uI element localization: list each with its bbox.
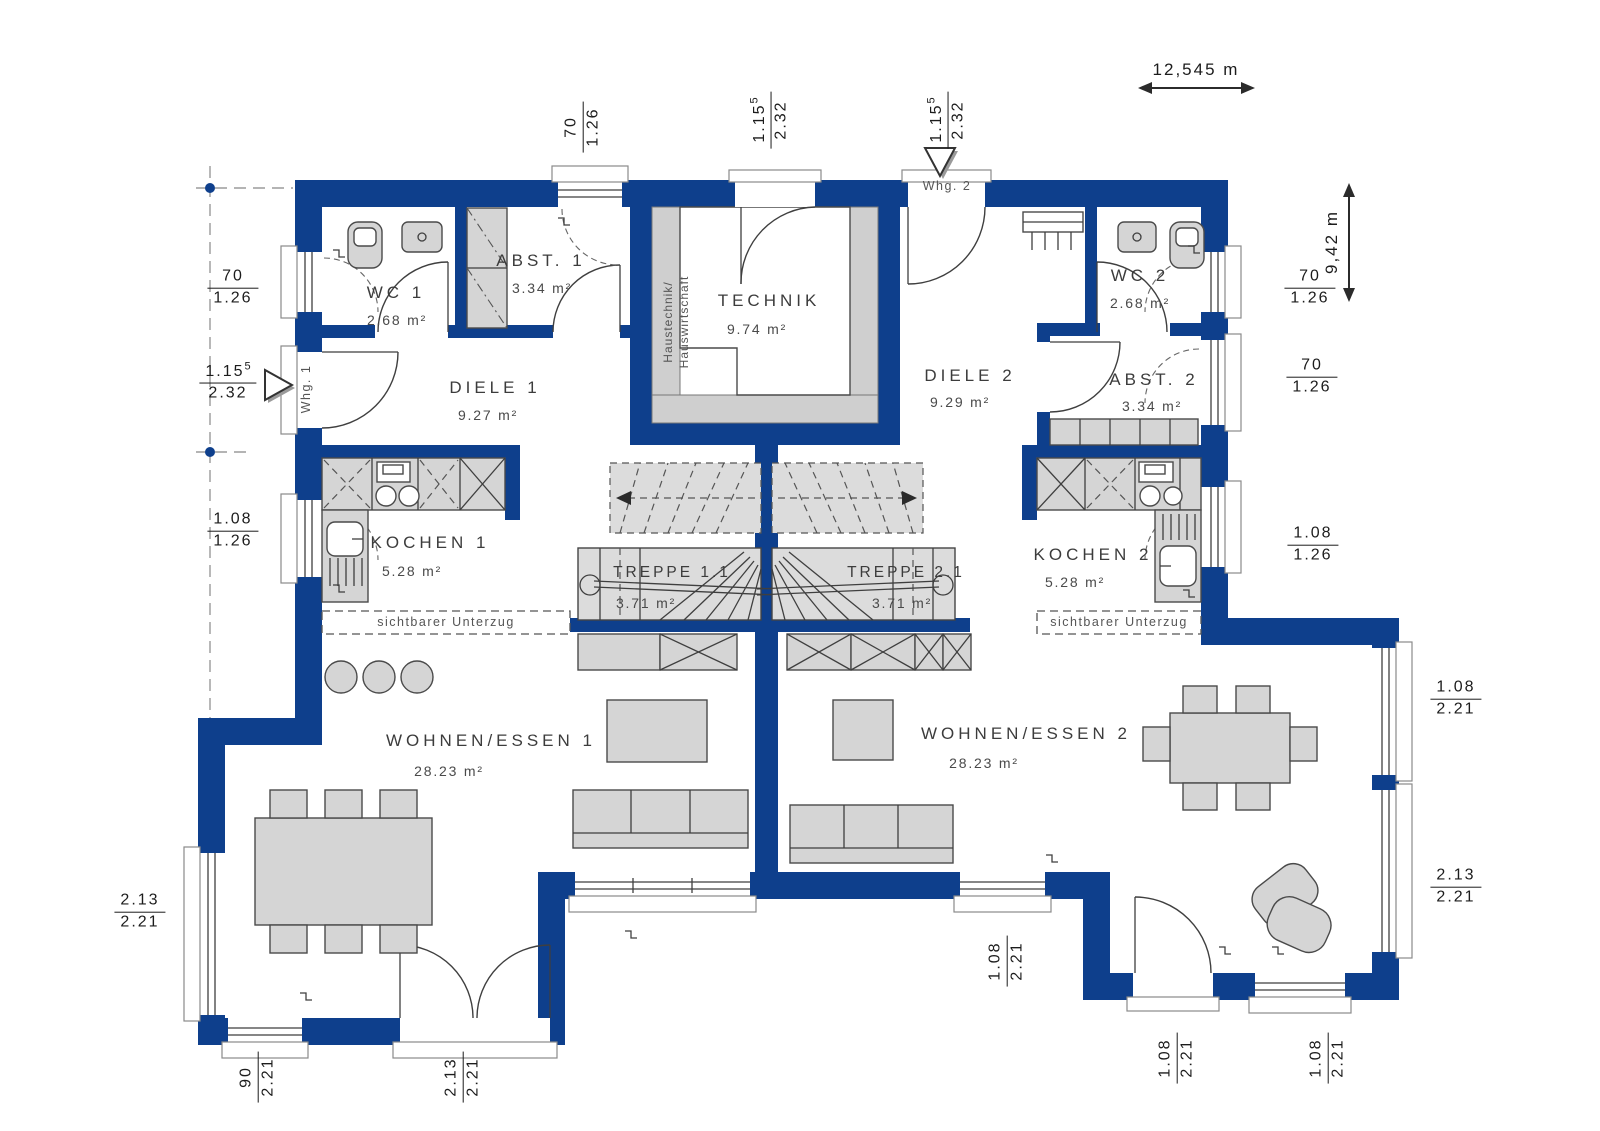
- room-label-treppe2: TREPPE 2.1: [847, 564, 965, 581]
- room-area-kochen1: 5.28 m²: [381, 563, 443, 579]
- coat-rack: [1022, 211, 1084, 250]
- room-label-wohnen2: WOHNEN/ESSEN 2: [921, 724, 1131, 743]
- room-area-wc2: 2.68 m²: [1109, 295, 1171, 311]
- doors: [280, 169, 1220, 1059]
- wc2-fixtures: [1117, 221, 1205, 269]
- room-area-wc1: 2.68 m²: [366, 312, 428, 328]
- apartment-label-whg1: Whg. 1: [299, 364, 313, 414]
- room-area-wohnen1: 28.23 m²: [414, 763, 484, 779]
- room-label-treppe1: TREPPE 1.1: [613, 564, 731, 581]
- technik-note-line2: Hauswirtschaft: [677, 275, 691, 369]
- living2-furniture: [789, 685, 1332, 954]
- room-label-diele1: DIELE 1: [449, 378, 541, 397]
- overall-height-label: 9,42 m: [1322, 210, 1341, 274]
- overall-width-label: 12,545 m: [1152, 60, 1240, 79]
- room-area-treppe2: 3.71 m²: [871, 595, 933, 611]
- room-label-kochen1: KOCHEN 1: [370, 533, 490, 552]
- room-area-technik: 9.74 m²: [726, 321, 788, 337]
- room-label-technik: TECHNIK: [717, 291, 821, 310]
- staircase-1: [577, 462, 777, 621]
- technik-installation-band: [651, 206, 879, 424]
- room-area-abst1: 3.34 m²: [511, 280, 573, 296]
- room-label-wc1: WC 1: [366, 283, 426, 302]
- apartment-label-whg2: Whg. 2: [922, 179, 972, 193]
- abst2-shelf: [1049, 418, 1199, 446]
- entrance-marker-whg1: [264, 368, 295, 403]
- room-area-wohnen2: 28.23 m²: [949, 755, 1019, 771]
- room-area-diele1: 9.27 m²: [457, 407, 519, 423]
- room-label-diele2: DIELE 2: [924, 366, 1016, 385]
- abst1-cabinet: [466, 207, 508, 329]
- beam-note-1: sichtbarer Unterzug: [377, 615, 515, 629]
- kitchen1: [321, 457, 506, 603]
- windows: [183, 165, 1413, 1059]
- room-area-kochen2: 5.28 m²: [1044, 574, 1106, 590]
- room-label-wohnen1: WOHNEN/ESSEN 1: [386, 731, 596, 750]
- living1-furniture: [254, 660, 749, 954]
- overall-width-arrow: [1138, 82, 1255, 94]
- room-label-kochen2: KOCHEN 2: [1033, 545, 1153, 564]
- staircase-2: [756, 462, 956, 621]
- room-label-abst2: ABST. 2: [1109, 370, 1199, 389]
- entrance-marker-whg2: [923, 147, 958, 179]
- sideboards: [577, 633, 972, 671]
- kitchen2: [1036, 457, 1202, 603]
- room-label-abst1: ABST. 1: [496, 251, 586, 270]
- room-area-treppe1: 3.71 m²: [615, 595, 677, 611]
- overall-height-arrow: [1343, 183, 1355, 302]
- beam-boxes: [321, 610, 1202, 635]
- room-area-diele2: 9.29 m²: [929, 394, 991, 410]
- beam-note-2: sichtbarer Unterzug: [1050, 615, 1188, 629]
- room-area-abst2: 3.34 m²: [1121, 398, 1183, 414]
- wc1-fixtures: [347, 221, 443, 269]
- level-step-marks: [300, 217, 1284, 1001]
- technik-note-line1: Haustechnik/: [661, 281, 675, 363]
- axis-lines: [196, 166, 293, 742]
- room-label-wc2: WC 2: [1110, 266, 1170, 285]
